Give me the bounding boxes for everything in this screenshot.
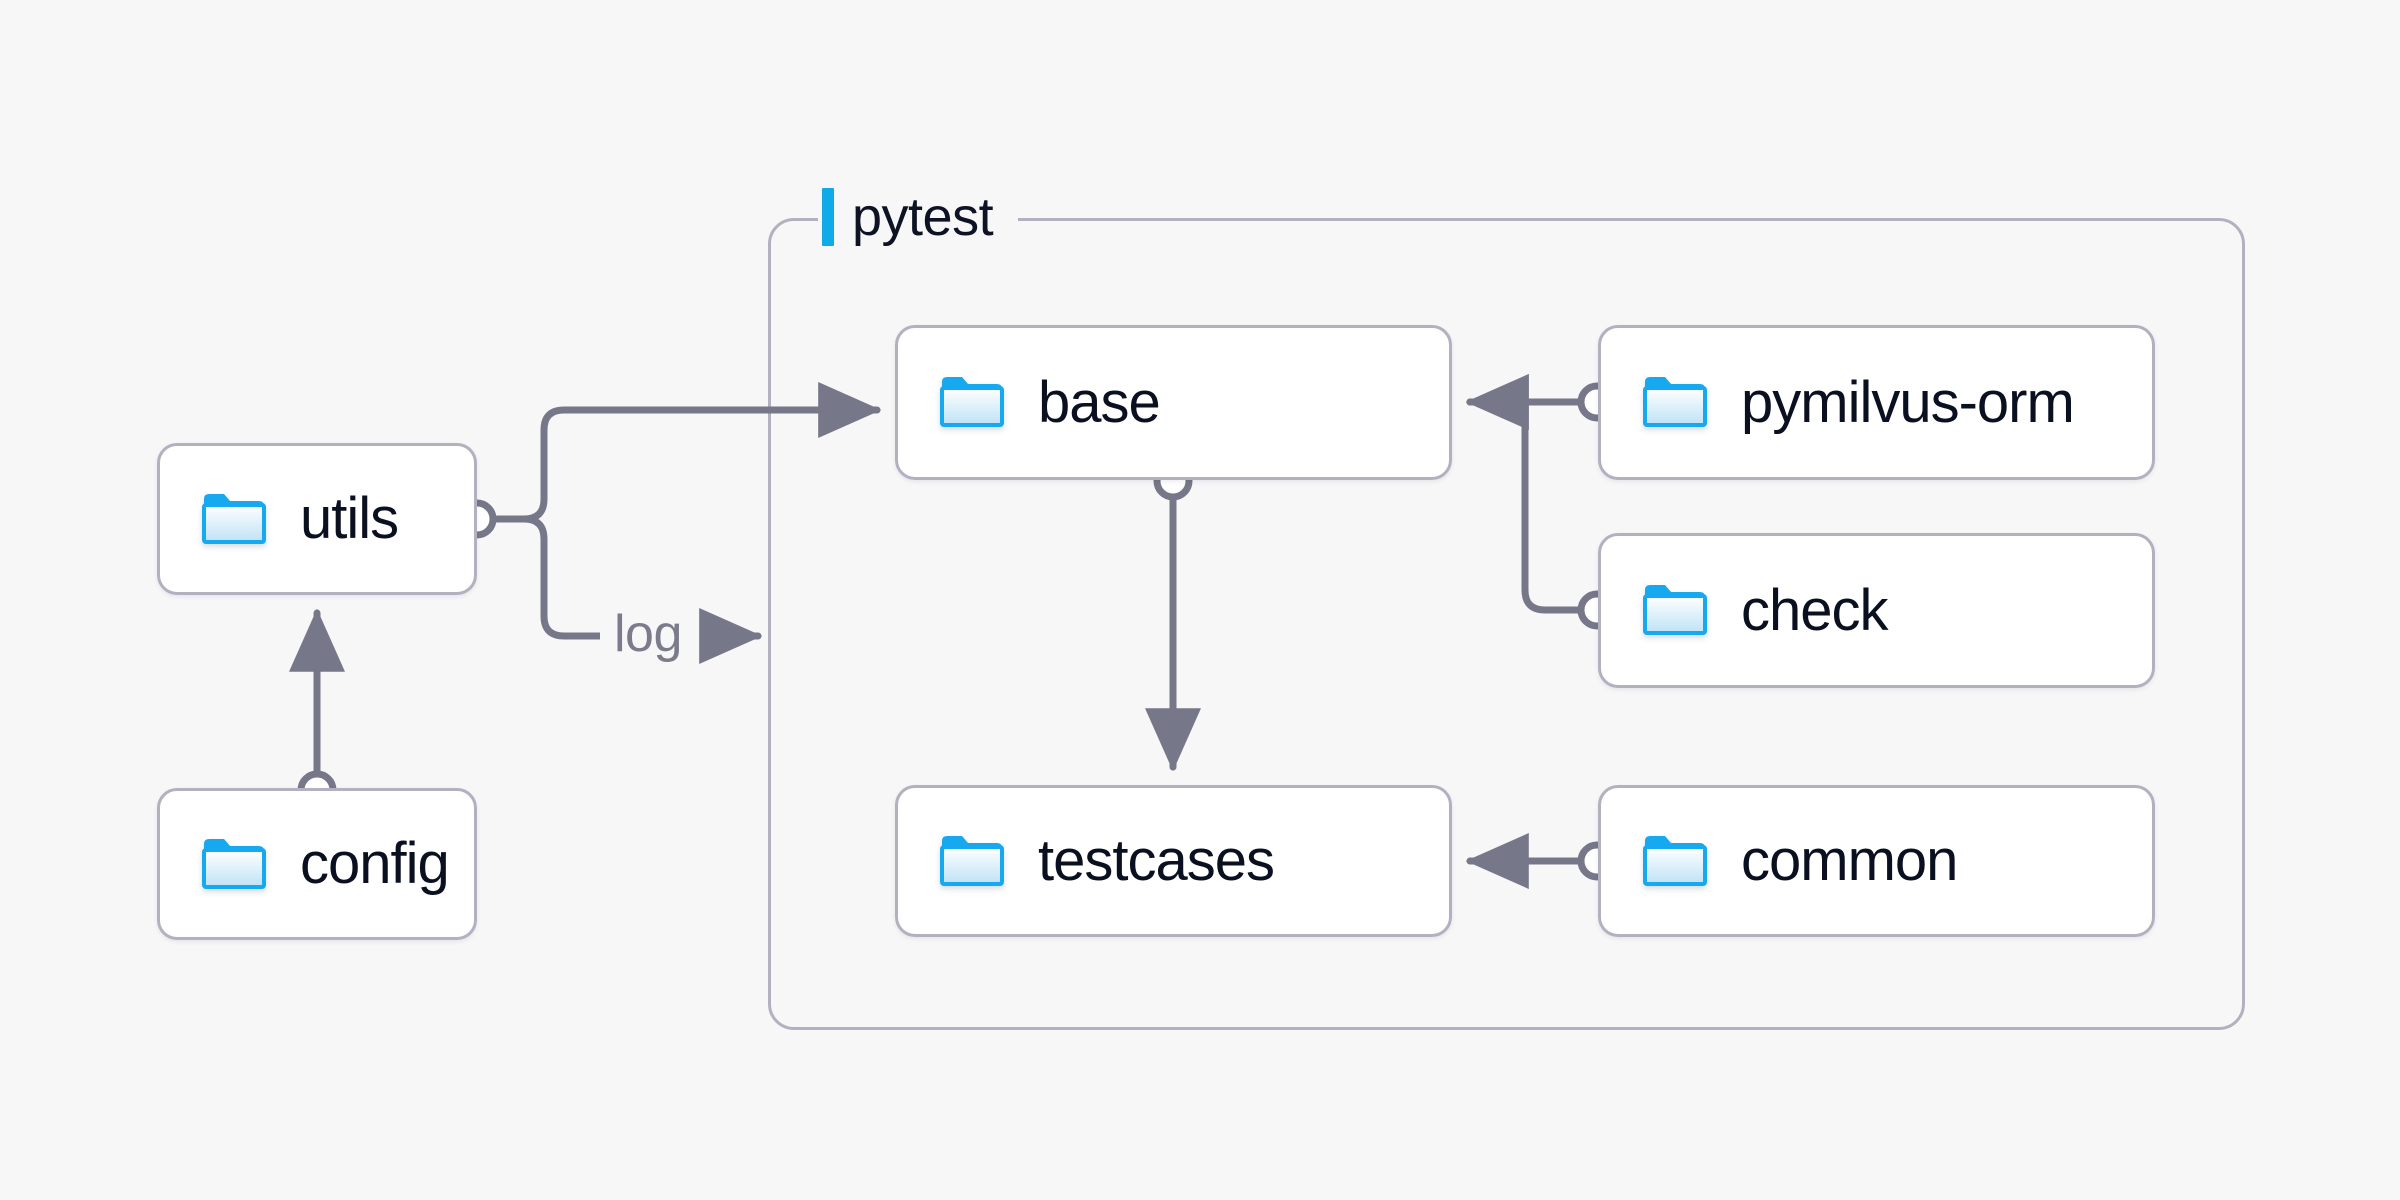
node-testcases[interactable]: testcases — [895, 785, 1452, 937]
node-common[interactable]: common — [1598, 785, 2155, 937]
edge-utils-to-pytest-log — [489, 515, 604, 640]
group-title-pytest: pytest — [822, 187, 994, 247]
folder-icon — [940, 832, 1004, 891]
node-label: config — [300, 831, 450, 896]
node-config[interactable]: config — [157, 788, 477, 940]
node-pymilvus-orm[interactable]: pymilvus-orm — [1598, 325, 2155, 480]
node-label: pymilvus-orm — [1741, 369, 2075, 435]
folder-icon — [940, 373, 1004, 432]
folder-icon — [202, 835, 266, 894]
group-pytest[interactable] — [768, 218, 2245, 1030]
group-title-label: pytest — [852, 187, 994, 247]
folder-icon — [1643, 832, 1707, 891]
folder-icon — [1643, 581, 1707, 640]
edge-label-log: log — [600, 608, 696, 660]
group-accent-bar — [822, 188, 834, 246]
node-base[interactable]: base — [895, 325, 1452, 480]
node-label: testcases — [1038, 828, 1275, 893]
node-label: base — [1038, 369, 1161, 435]
edge-utils-to-base — [489, 382, 882, 523]
folder-icon — [202, 490, 266, 549]
node-label: common — [1741, 828, 1958, 893]
edge-check-to-base — [1465, 374, 1584, 614]
node-check[interactable]: check — [1598, 533, 2155, 688]
node-utils[interactable]: utils — [157, 443, 477, 595]
node-label: utils — [300, 486, 399, 551]
node-label: check — [1741, 577, 1889, 643]
folder-icon — [1643, 373, 1707, 432]
group-title-backdrop — [818, 200, 1018, 240]
